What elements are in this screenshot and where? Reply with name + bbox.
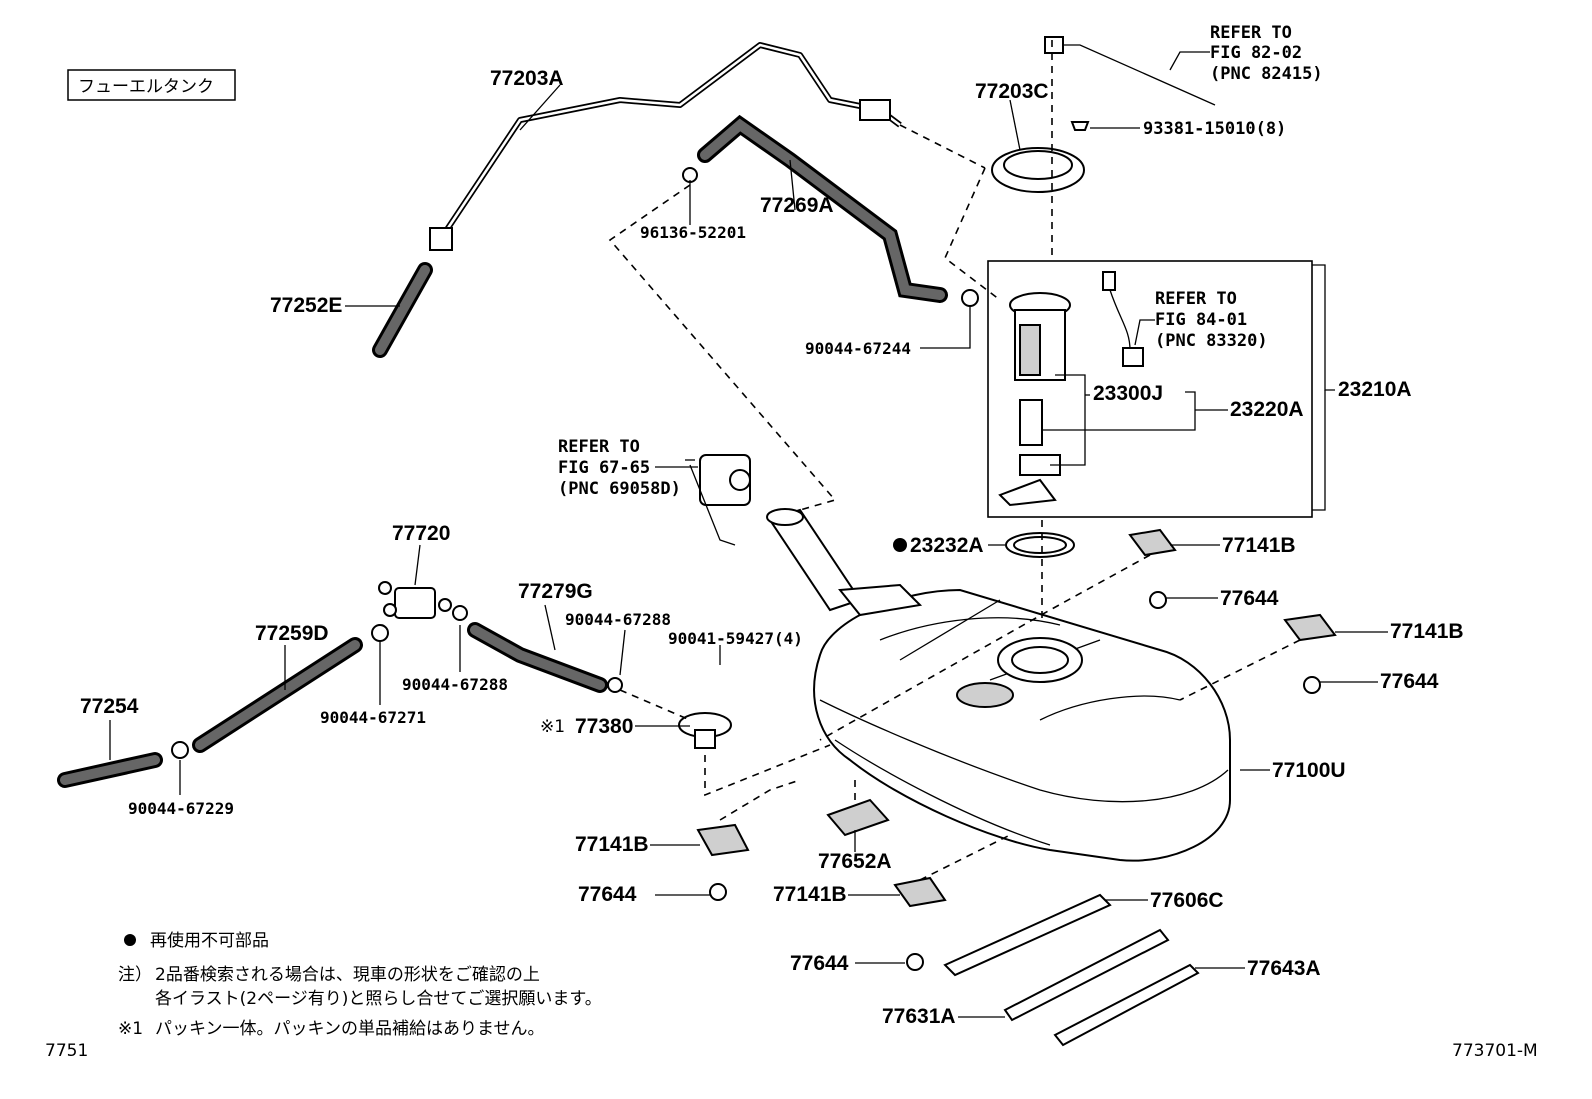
svg-text:(PNC 69058D): (PNC 69058D) bbox=[558, 479, 681, 499]
svg-text:REFER TO: REFER TO bbox=[1155, 289, 1237, 309]
pump-gasket-inner bbox=[1013, 536, 1067, 554]
label-77643A: 77643A bbox=[1247, 957, 1321, 980]
fuel-tank-illustration bbox=[766, 508, 1231, 862]
title-box bbox=[67, 69, 236, 101]
label-90044-67229: 90044-67229 bbox=[128, 799, 234, 818]
diagram-title: フューエルタンク bbox=[78, 77, 214, 97]
label-77141B-1: 77141B bbox=[1222, 534, 1296, 557]
label-77644-4: 77644 bbox=[790, 952, 849, 975]
non-reusable-marker-23232A bbox=[893, 538, 907, 552]
screw-93381-illustration bbox=[1070, 121, 1090, 131]
label-77380: 77380 bbox=[575, 715, 633, 738]
label-77606C: 77606C bbox=[1150, 889, 1224, 912]
label-77279G: 77279G bbox=[518, 580, 593, 603]
label-77631A: 77631A bbox=[882, 1005, 956, 1028]
label-96136: 96136-52201 bbox=[640, 223, 746, 242]
svg-text:REFER TO: REFER TO bbox=[558, 437, 640, 457]
part-labels: 77203A 77203C 93381-15010(8) 77269A 9613… bbox=[80, 67, 1464, 1028]
hose-77259d-illustration bbox=[192, 637, 363, 753]
reference-fig-84-01: REFER TO FIG 84-01 (PNC 83320) bbox=[1134, 289, 1268, 351]
fuel-pump-illustration bbox=[998, 271, 1144, 507]
breather-pipe-illustration bbox=[429, 42, 902, 251]
figure-id-right: 773701-M bbox=[1452, 1041, 1538, 1061]
label-77720: 77720 bbox=[392, 522, 450, 545]
label-77652A: 77652A bbox=[818, 850, 892, 873]
label-90044-67288-b: 90044-67288 bbox=[402, 675, 508, 694]
label-77380-mark: ※1 bbox=[540, 717, 565, 737]
label-77644-2: 77644 bbox=[1380, 670, 1439, 693]
label-23232A: 23232A bbox=[910, 534, 984, 557]
label-90044-67244: 90044-67244 bbox=[805, 339, 911, 358]
svg-text:FIG 82-02: FIG 82-02 bbox=[1210, 43, 1302, 63]
label-77644-1: 77644 bbox=[1220, 587, 1279, 610]
sender-77380-illustration bbox=[678, 712, 732, 749]
wire-illustration bbox=[1060, 44, 1216, 106]
note3-text: パッキン一体。パッキンの単品補給はありません。 bbox=[155, 1019, 544, 1039]
hose-77254-illustration bbox=[57, 752, 163, 788]
fuel-lock-illustration bbox=[689, 454, 751, 546]
label-77259D: 77259D bbox=[255, 622, 329, 645]
note2-label: 注） bbox=[118, 965, 152, 985]
label-77254: 77254 bbox=[80, 695, 139, 718]
label-77203C: 77203C bbox=[975, 80, 1049, 103]
notes: 再使用不可部品 注） 2品番検索される場合は、現車の形状をご確認の上 各イラスト… bbox=[118, 930, 602, 1039]
hose-77279g-illustration bbox=[467, 622, 608, 693]
note-bullet-marker bbox=[124, 934, 136, 946]
label-90044-67271: 90044-67271 bbox=[320, 708, 426, 727]
label-77644-3: 77644 bbox=[578, 883, 637, 906]
label-77269A: 77269A bbox=[760, 194, 834, 217]
hose-77269a-illustration bbox=[697, 114, 948, 303]
label-77203A: 77203A bbox=[490, 67, 564, 90]
dashed-guides bbox=[608, 40, 1301, 881]
pads-illustration bbox=[943, 893, 1200, 1047]
pump-assembly-box bbox=[987, 260, 1313, 518]
hose-77252e-illustration bbox=[372, 262, 433, 358]
label-23210A: 23210A bbox=[1338, 378, 1412, 401]
label-77141B-3: 77141B bbox=[575, 833, 649, 856]
label-77100U: 77100U bbox=[1272, 759, 1346, 782]
label-23220A: 23220A bbox=[1230, 398, 1304, 421]
svg-text:(PNC 83320): (PNC 83320) bbox=[1155, 331, 1268, 351]
figure-id-left: 7751 bbox=[45, 1041, 88, 1061]
reference-fig-82-02: REFER TO FIG 82-02 (PNC 82415) bbox=[1169, 23, 1323, 84]
connector-illustration bbox=[1044, 36, 1064, 54]
label-23300J: 23300J bbox=[1093, 382, 1163, 405]
svg-text:FIG 67-65: FIG 67-65 bbox=[558, 458, 650, 478]
label-93381: 93381-15010(8) bbox=[1143, 119, 1286, 139]
note3-mark: ※1 bbox=[118, 1019, 143, 1039]
brackets-illustration bbox=[696, 528, 1337, 971]
leader-lines bbox=[109, 84, 1388, 1018]
pump-cover-inner bbox=[1003, 150, 1073, 180]
label-77141B-4: 77141B bbox=[773, 883, 847, 906]
reference-fig-67-65: REFER TO FIG 67-65 (PNC 69058D) bbox=[558, 437, 698, 499]
note2-line1: 2品番検索される場合は、現車の形状をご確認の上 bbox=[155, 965, 540, 985]
valve-77720-illustration bbox=[378, 581, 452, 619]
label-77141B-2: 77141B bbox=[1390, 620, 1464, 643]
label-77252E: 77252E bbox=[270, 294, 342, 317]
clamps-illustration bbox=[171, 167, 979, 759]
svg-text:FIG 84-01: FIG 84-01 bbox=[1155, 310, 1247, 330]
note2-line2: 各イラスト(2ページ有り)と照らし合せてご選択願います。 bbox=[155, 989, 602, 1009]
svg-text:(PNC 82415): (PNC 82415) bbox=[1210, 64, 1323, 84]
note-bullet-text: 再使用不可部品 bbox=[150, 930, 269, 951]
label-90044-67288-a: 90044-67288 bbox=[565, 610, 671, 629]
svg-text:REFER TO: REFER TO bbox=[1210, 23, 1292, 43]
label-90041: 90041-59427(4) bbox=[668, 629, 803, 648]
